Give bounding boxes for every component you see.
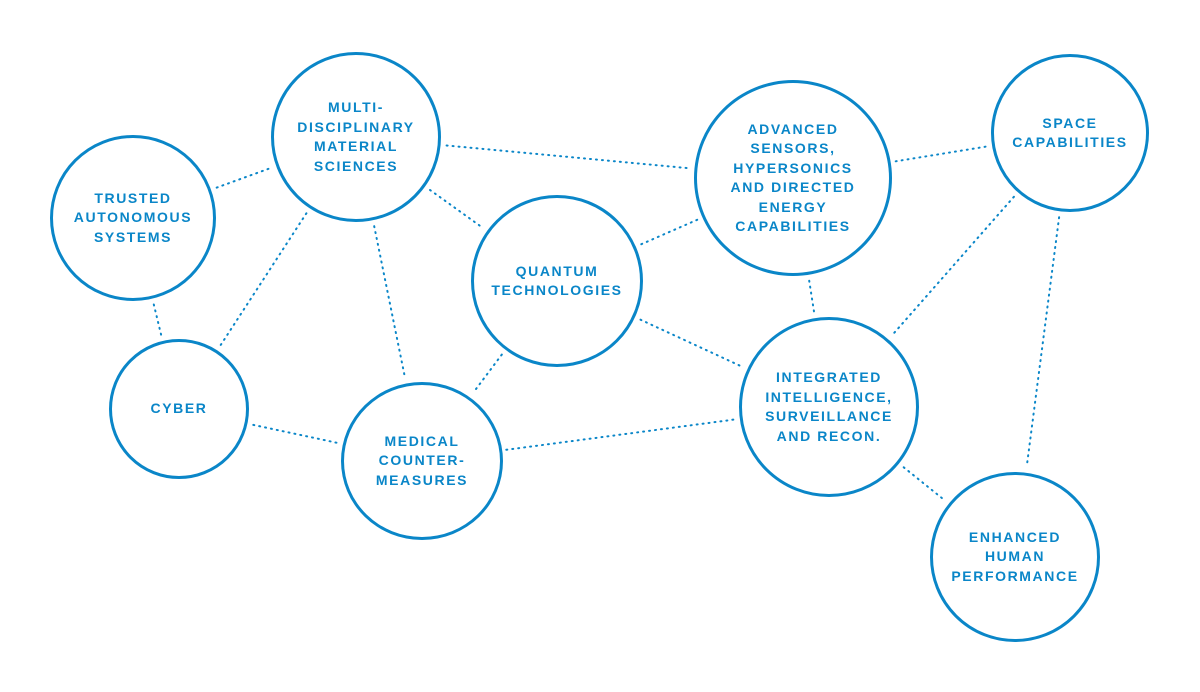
- link-trusted-materials: [215, 167, 272, 189]
- node-label: INTEGRATED INTELLIGENCE, SURVEILLANCE AN…: [765, 369, 893, 444]
- node-label: QUANTUM TECHNOLOGIES: [491, 262, 623, 299]
- link-materials-sensors: [445, 144, 691, 170]
- link-space-human: [1025, 216, 1061, 468]
- link-materials-medical: [373, 225, 406, 379]
- link-quantum-medical: [472, 353, 503, 394]
- node-label: MULTI- DISCIPLINARY MATERIAL SCIENCES: [297, 99, 415, 174]
- link-isr-human: [902, 466, 946, 501]
- node-label: CYBER: [150, 400, 208, 417]
- link-medical-isr: [505, 418, 735, 451]
- link-materials-cyber: [219, 212, 308, 347]
- link-cyber-medical: [252, 423, 340, 445]
- link-trusted-cyber: [152, 303, 163, 337]
- node-integrated-isr: INTEGRATED INTELLIGENCE, SURVEILLANCE AN…: [739, 317, 919, 497]
- node-medical-countermeasures: MEDICAL COUNTER- MEASURES: [341, 382, 503, 540]
- link-space-isr: [891, 195, 1015, 336]
- node-label: MEDICAL COUNTER- MEASURES: [375, 432, 469, 488]
- node-label: TRUSTED AUTONOMOUS SYSTEMS: [73, 189, 193, 245]
- link-materials-quantum: [429, 189, 484, 229]
- node-quantum-technologies: QUANTUM TECHNOLOGIES: [471, 195, 643, 367]
- node-advanced-sensors: ADVANCED SENSORS, HYPERSONICS AND DIRECT…: [694, 80, 892, 276]
- node-label: ADVANCED SENSORS, HYPERSONICS AND DIRECT…: [730, 120, 856, 235]
- link-quantum-sensors: [640, 218, 699, 246]
- link-quantum-isr: [639, 318, 743, 368]
- node-label: SPACE CAPABILITIES: [1012, 114, 1128, 151]
- node-material-sciences: MULTI- DISCIPLINARY MATERIAL SCIENCES: [271, 52, 441, 222]
- node-label: ENHANCED HUMAN PERFORMANCE: [951, 528, 1079, 584]
- link-sensors-space: [894, 145, 988, 163]
- node-trusted-autonomous-systems: TRUSTED AUTONOMOUS SYSTEMS: [50, 135, 216, 301]
- node-enhanced-human-performance: ENHANCED HUMAN PERFORMANCE: [930, 472, 1100, 642]
- link-sensors-isr: [808, 279, 816, 314]
- node-space-capabilities: SPACE CAPABILITIES: [991, 54, 1149, 212]
- node-cyber: CYBER: [109, 339, 249, 479]
